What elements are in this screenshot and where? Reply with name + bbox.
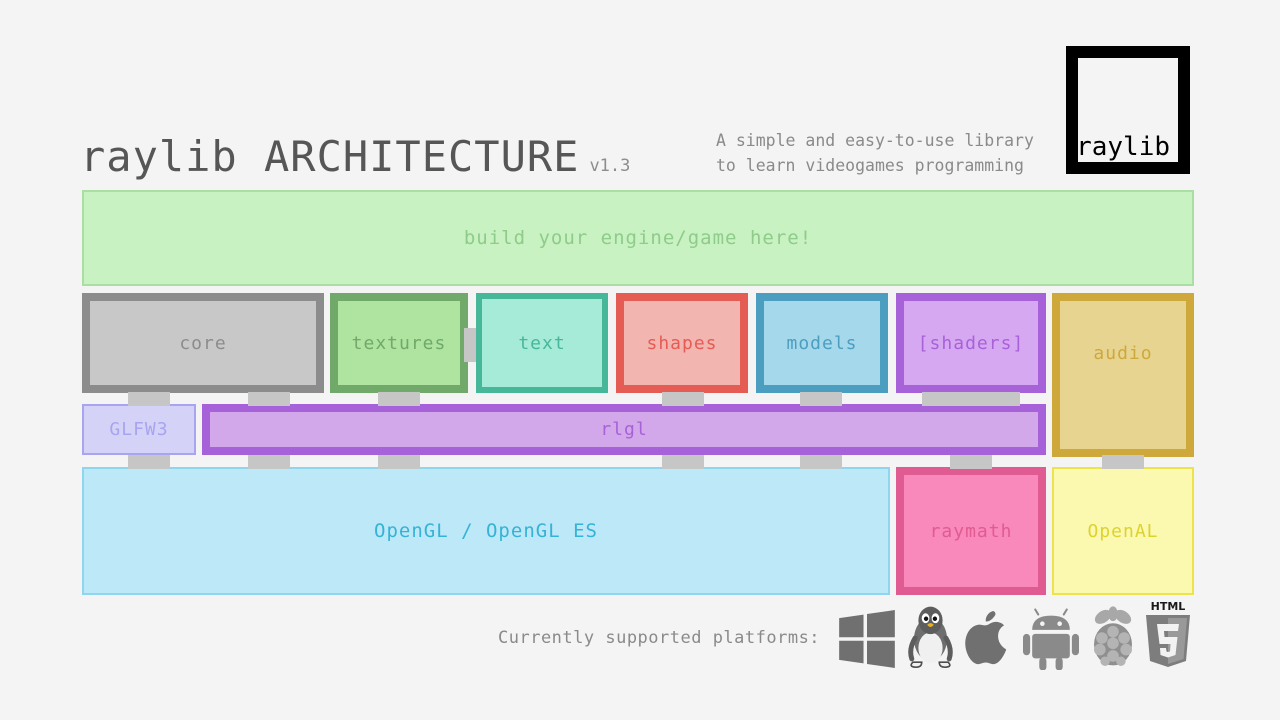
raylib-logo-text: raylib	[1076, 132, 1170, 162]
page-title: raylib ARCHITECTURE v1.3	[80, 132, 630, 181]
tagline: A simple and easy-to-use library to lear…	[716, 131, 1034, 175]
connector-tab	[922, 392, 1020, 406]
module-label-models: models	[786, 332, 858, 354]
html5-icon: HTML	[1142, 600, 1194, 668]
android-icon	[1023, 608, 1079, 671]
backend-box-glfw3[interactable]: GLFW3	[82, 404, 196, 455]
backend-label-glfw3: GLFW3	[109, 419, 169, 440]
module-box-models[interactable]: models	[756, 293, 888, 393]
platform-lib-box-opengl[interactable]: OpenGL / OpenGL ES	[82, 467, 890, 595]
module-box-audio[interactable]: audio	[1052, 293, 1194, 457]
backend-label-rlgl: rlgl	[600, 419, 648, 440]
connector-tab	[378, 392, 420, 406]
platforms-label: Currently supported platforms:	[498, 628, 821, 648]
connector-tab	[1102, 455, 1144, 469]
module-label-textures: textures	[351, 332, 447, 354]
module-label-audio: audio	[1093, 343, 1153, 364]
raylib-logo: raylib	[1066, 46, 1190, 174]
version-label: v1.3	[589, 156, 631, 176]
user-layer-box: build your engine/game here!	[82, 190, 1194, 286]
connector-tab	[800, 392, 842, 406]
connector-tab	[248, 455, 290, 469]
connector-tab	[464, 328, 476, 362]
apple-icon	[962, 608, 1016, 670]
raspberry-pi-icon	[1084, 606, 1142, 670]
connector-tab	[950, 455, 992, 469]
module-box-text[interactable]: text	[476, 293, 608, 393]
connector-tab	[128, 455, 170, 469]
svg-text:HTML: HTML	[1151, 600, 1186, 613]
platform-lib-label-raymath: raymath	[929, 520, 1013, 542]
platform-lib-box-openal[interactable]: OpenAL	[1052, 467, 1194, 595]
connector-tab	[128, 392, 170, 406]
connector-tab	[800, 455, 842, 469]
module-box-shaders[interactable]: [shaders]	[896, 293, 1046, 393]
windows-icon	[838, 610, 896, 668]
linux-tux-icon	[903, 605, 958, 671]
module-label-shaders: [shaders]	[917, 332, 1025, 354]
module-box-core[interactable]: core	[82, 293, 324, 393]
connector-tab	[248, 392, 290, 406]
connector-tab	[378, 455, 420, 469]
module-label-text: text	[518, 332, 566, 354]
connector-tab	[662, 392, 704, 406]
module-box-shapes[interactable]: shapes	[616, 293, 748, 393]
platform-lib-box-raymath[interactable]: raymath	[896, 467, 1046, 595]
backend-box-rlgl[interactable]: rlgl	[202, 404, 1046, 455]
page-title-text: raylib ARCHITECTURE	[80, 132, 580, 181]
module-label-core: core	[179, 332, 227, 354]
connector-tab	[662, 455, 704, 469]
user-layer-label: build your engine/game here!	[463, 227, 813, 249]
platform-lib-label-openal: OpenAL	[1087, 520, 1159, 542]
platform-lib-label-opengl: OpenGL / OpenGL ES	[374, 520, 598, 542]
module-label-shapes: shapes	[646, 332, 718, 354]
module-box-textures[interactable]: textures	[330, 293, 468, 393]
